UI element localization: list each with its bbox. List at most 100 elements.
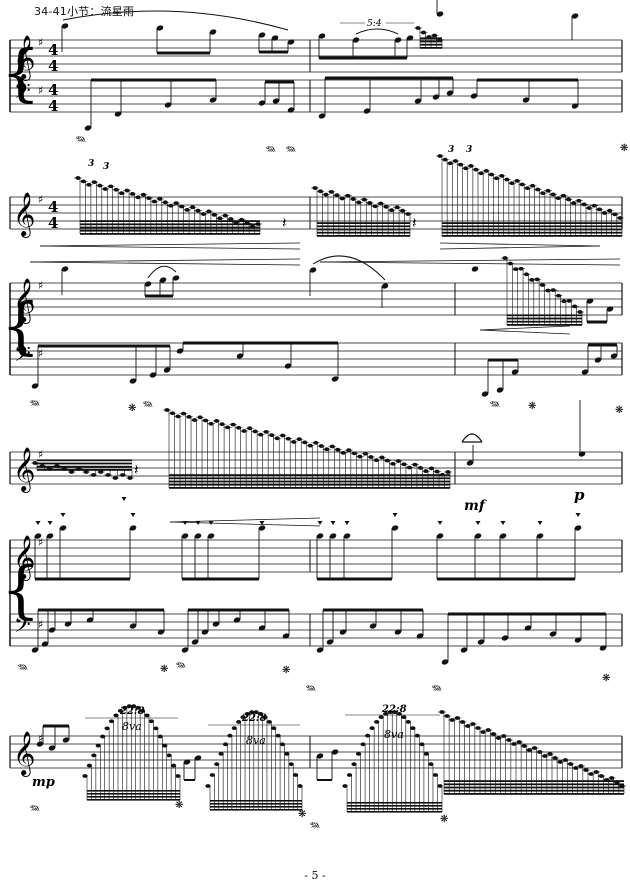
notehead [387,710,393,715]
beam [444,786,624,789]
beam [80,226,260,229]
notehead [258,625,266,631]
accent-mark [121,497,127,501]
notehead [406,35,414,41]
beam [169,483,450,486]
pedal-down-mark: 𝆮 [18,660,28,678]
brace: { [1,289,40,362]
notehead [214,762,220,767]
beam [507,320,582,323]
beam [210,806,302,808]
beam [420,47,442,49]
crescendo-line [319,258,621,263]
accent-mark [475,521,481,525]
notehead [41,641,49,647]
key-signature-sharp: ♯ [38,732,43,745]
notehead [578,451,586,457]
beam [317,779,332,781]
key-signature-sharp: ♯ [38,536,43,549]
notehead [181,647,189,653]
beam [488,358,518,362]
beam [210,803,302,805]
treble-clef: 𝄞 [13,535,35,581]
notehead [262,715,268,720]
page-number: - 5 - [304,869,326,882]
accent-mark [47,521,53,525]
notehead [46,533,54,539]
beam [420,40,442,43]
notehead [369,726,375,731]
notehead [316,753,324,759]
notehead [205,784,211,788]
notehead [194,755,202,761]
time-signature-top: 4 [48,198,58,216]
beam [442,235,622,237]
notehead [470,93,478,99]
notehead [95,743,101,748]
beam [169,480,450,483]
pedal-release-mark: ❋ [602,673,610,684]
notehead [522,97,530,103]
notehead [236,353,244,359]
notehead [258,32,266,38]
notehead [316,533,324,539]
notehead [149,372,157,378]
notehead [466,460,474,466]
notehead [163,367,171,373]
notehead [209,97,217,103]
notehead [139,708,146,713]
beam [587,320,607,324]
accent-mark [60,513,66,517]
beam [169,487,450,489]
notehead [100,734,106,739]
notehead [331,749,339,755]
notehead [342,784,348,788]
notehead [157,629,165,635]
notehead [610,353,618,359]
beam [183,341,338,345]
notes [31,0,626,813]
bass-clef: 𝄢 [14,79,31,109]
notehead [82,774,88,778]
beam [420,43,442,46]
beam [323,608,423,612]
notehead [471,266,479,272]
beam [38,608,164,612]
pedal-down-mark: 𝆮 [143,397,153,415]
slur [312,255,386,281]
notehead [157,734,163,739]
notehead [363,108,371,114]
notehead [258,100,266,106]
notehead [329,533,337,539]
beam [184,779,195,781]
notehead [212,621,220,627]
treble-clef: 𝄞 [13,447,35,493]
beam [37,462,132,465]
notehead [258,525,266,531]
notehead [170,763,177,768]
notehead [460,647,468,653]
notehead [346,773,353,777]
notehead [339,629,347,635]
beam [87,796,180,798]
page-heading: 34-41小节：流星雨 [34,5,135,18]
beam [442,222,622,224]
notehead [326,639,334,645]
beam [37,465,132,468]
time-signature-top: 4 [48,81,58,99]
notehead [59,525,67,531]
tuplet-number: 22:8 [241,713,267,724]
notehead [153,726,159,731]
notehead [571,103,579,109]
beam [91,78,216,82]
notehead [436,11,444,17]
beam [444,793,624,795]
notehead [162,743,168,748]
diminuendo-line [439,242,601,247]
key-signature-sharp: ♯ [38,618,43,631]
notehead [209,773,215,777]
crescendo-line [319,261,621,266]
notehead [351,762,357,767]
notehead [581,369,589,375]
crescendo-line [29,258,301,263]
